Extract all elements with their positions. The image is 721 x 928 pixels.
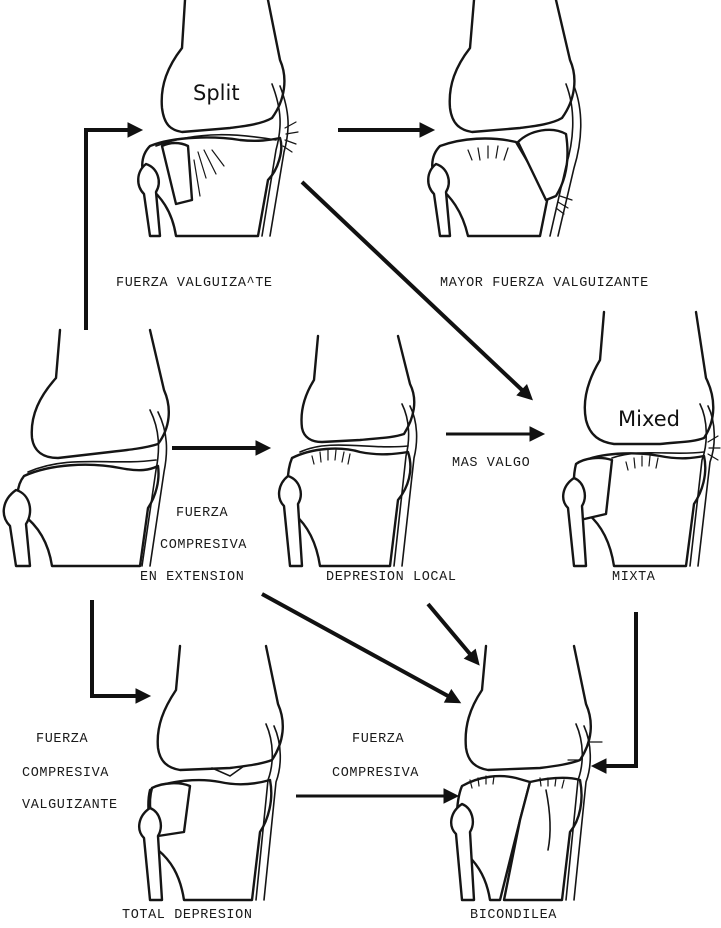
caption-compresiva-2: COMPRESIVA	[22, 766, 109, 781]
arrow-normal-to-split	[86, 130, 128, 330]
caption-mixta: MIXTA	[612, 570, 656, 585]
knee-mixed: Mixed	[563, 312, 720, 566]
caption-fuerza-valguizante: FUERZA VALGUIZA^TE	[116, 276, 273, 291]
caption-mas-valgo: MAS VALGO	[452, 456, 530, 471]
split-label: Split	[193, 81, 240, 105]
knee-total-depresion	[139, 646, 283, 900]
caption-total-depresion: TOTAL DEPRESION	[122, 908, 253, 923]
caption-compresiva-3: COMPRESIVA	[332, 766, 419, 781]
caption-bicondilea: BICONDILEA	[470, 908, 557, 923]
mixed-label: Mixed	[618, 407, 680, 431]
arrow-mixed-to-bicondilea	[606, 612, 636, 766]
arrow-normal-to-bicondilea	[262, 594, 448, 696]
caption-fuerza-1: FUERZA	[176, 506, 229, 521]
knee-mayor-valguizante	[428, 0, 581, 236]
knee-normal	[4, 330, 169, 566]
caption-en-extension: EN EXTENSION	[140, 570, 244, 585]
caption-fuerza-3: FUERZA	[352, 732, 405, 747]
knee-bicondilea	[451, 646, 602, 900]
caption-fuerza-2: FUERZA	[36, 732, 89, 747]
knee-split: Split	[138, 0, 298, 236]
caption-mayor-fuerza-valguizante: MAYOR FUERZA VALGUIZANTE	[440, 276, 649, 291]
knee-depresion-local	[279, 336, 417, 566]
caption-compresiva-1: COMPRESIVA	[160, 538, 247, 553]
caption-valguizante: VALGUIZANTE	[22, 798, 118, 813]
caption-depresion-local: DEPRESION LOCAL	[326, 570, 457, 585]
arrow-local-to-bicondilea	[428, 604, 470, 654]
arrow-normal-to-total	[92, 600, 136, 696]
